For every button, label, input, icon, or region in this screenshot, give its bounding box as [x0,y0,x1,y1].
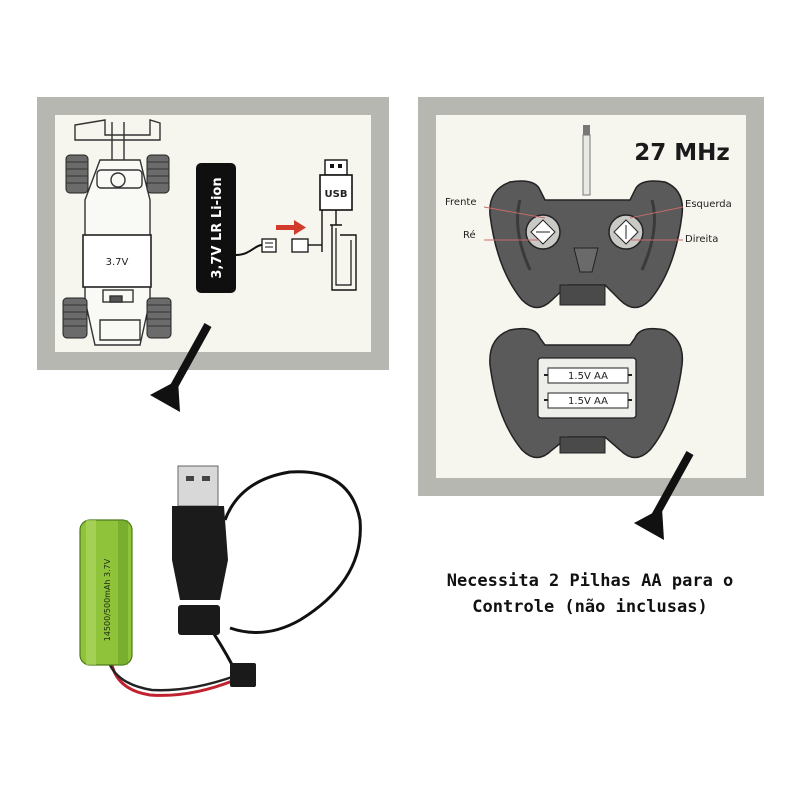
forward-label: Frente [445,197,476,208]
usb-plug [319,159,357,291]
antenna-tip [583,125,590,135]
cable-wire [223,470,362,634]
car-wheel [146,154,170,194]
aa-cell-label: 1.5V AA [568,396,608,407]
right-label: Direita [685,234,718,245]
controller-front [489,180,684,309]
requirement-note: Necessita 2 Pilhas AA para o Controle (n… [430,568,750,620]
aa-cell-label: 1.5V AA [568,371,608,382]
usb-cable-connector [291,238,309,253]
callout-lines [483,206,684,241]
frequency-label: 27 MHz [634,140,730,166]
car-wheel [65,154,89,194]
red-wire [110,664,236,697]
usb-a-plug [172,465,228,600]
controller-center-badge [573,247,599,273]
throttle-knob [608,214,644,250]
red-arrow-icon [276,220,306,235]
li-ion-battery-cell [79,519,133,666]
jst-connector [230,663,256,687]
car-wheel [62,297,88,339]
antenna [582,134,591,196]
car-battery-compartment [82,234,152,288]
arrow-down-left-icon [150,323,212,412]
aa-battery-compartment [537,357,637,419]
reverse-label: Ré [463,229,476,241]
arrow-down-left-icon [634,451,694,540]
battery-cell-print: 14500/500mAh 3.7V [103,558,112,641]
black-wire [108,664,236,692]
car-battery-label: 3.7V [106,257,129,268]
left-label: Esquerda [685,199,732,210]
note-line: Controle (não inclusas) [472,597,708,617]
jst-socket [178,605,220,635]
car-wheel [146,297,172,339]
note-line: Necessita 2 Pilhas AA para o [446,571,734,591]
battery-connector [261,238,277,253]
battery-pack [196,163,236,293]
battery-pack-label: 3,7V LR Li-ion [210,177,225,278]
usb-label: USB [325,189,348,200]
battery-lead [235,244,263,256]
steering-knob [525,214,561,250]
